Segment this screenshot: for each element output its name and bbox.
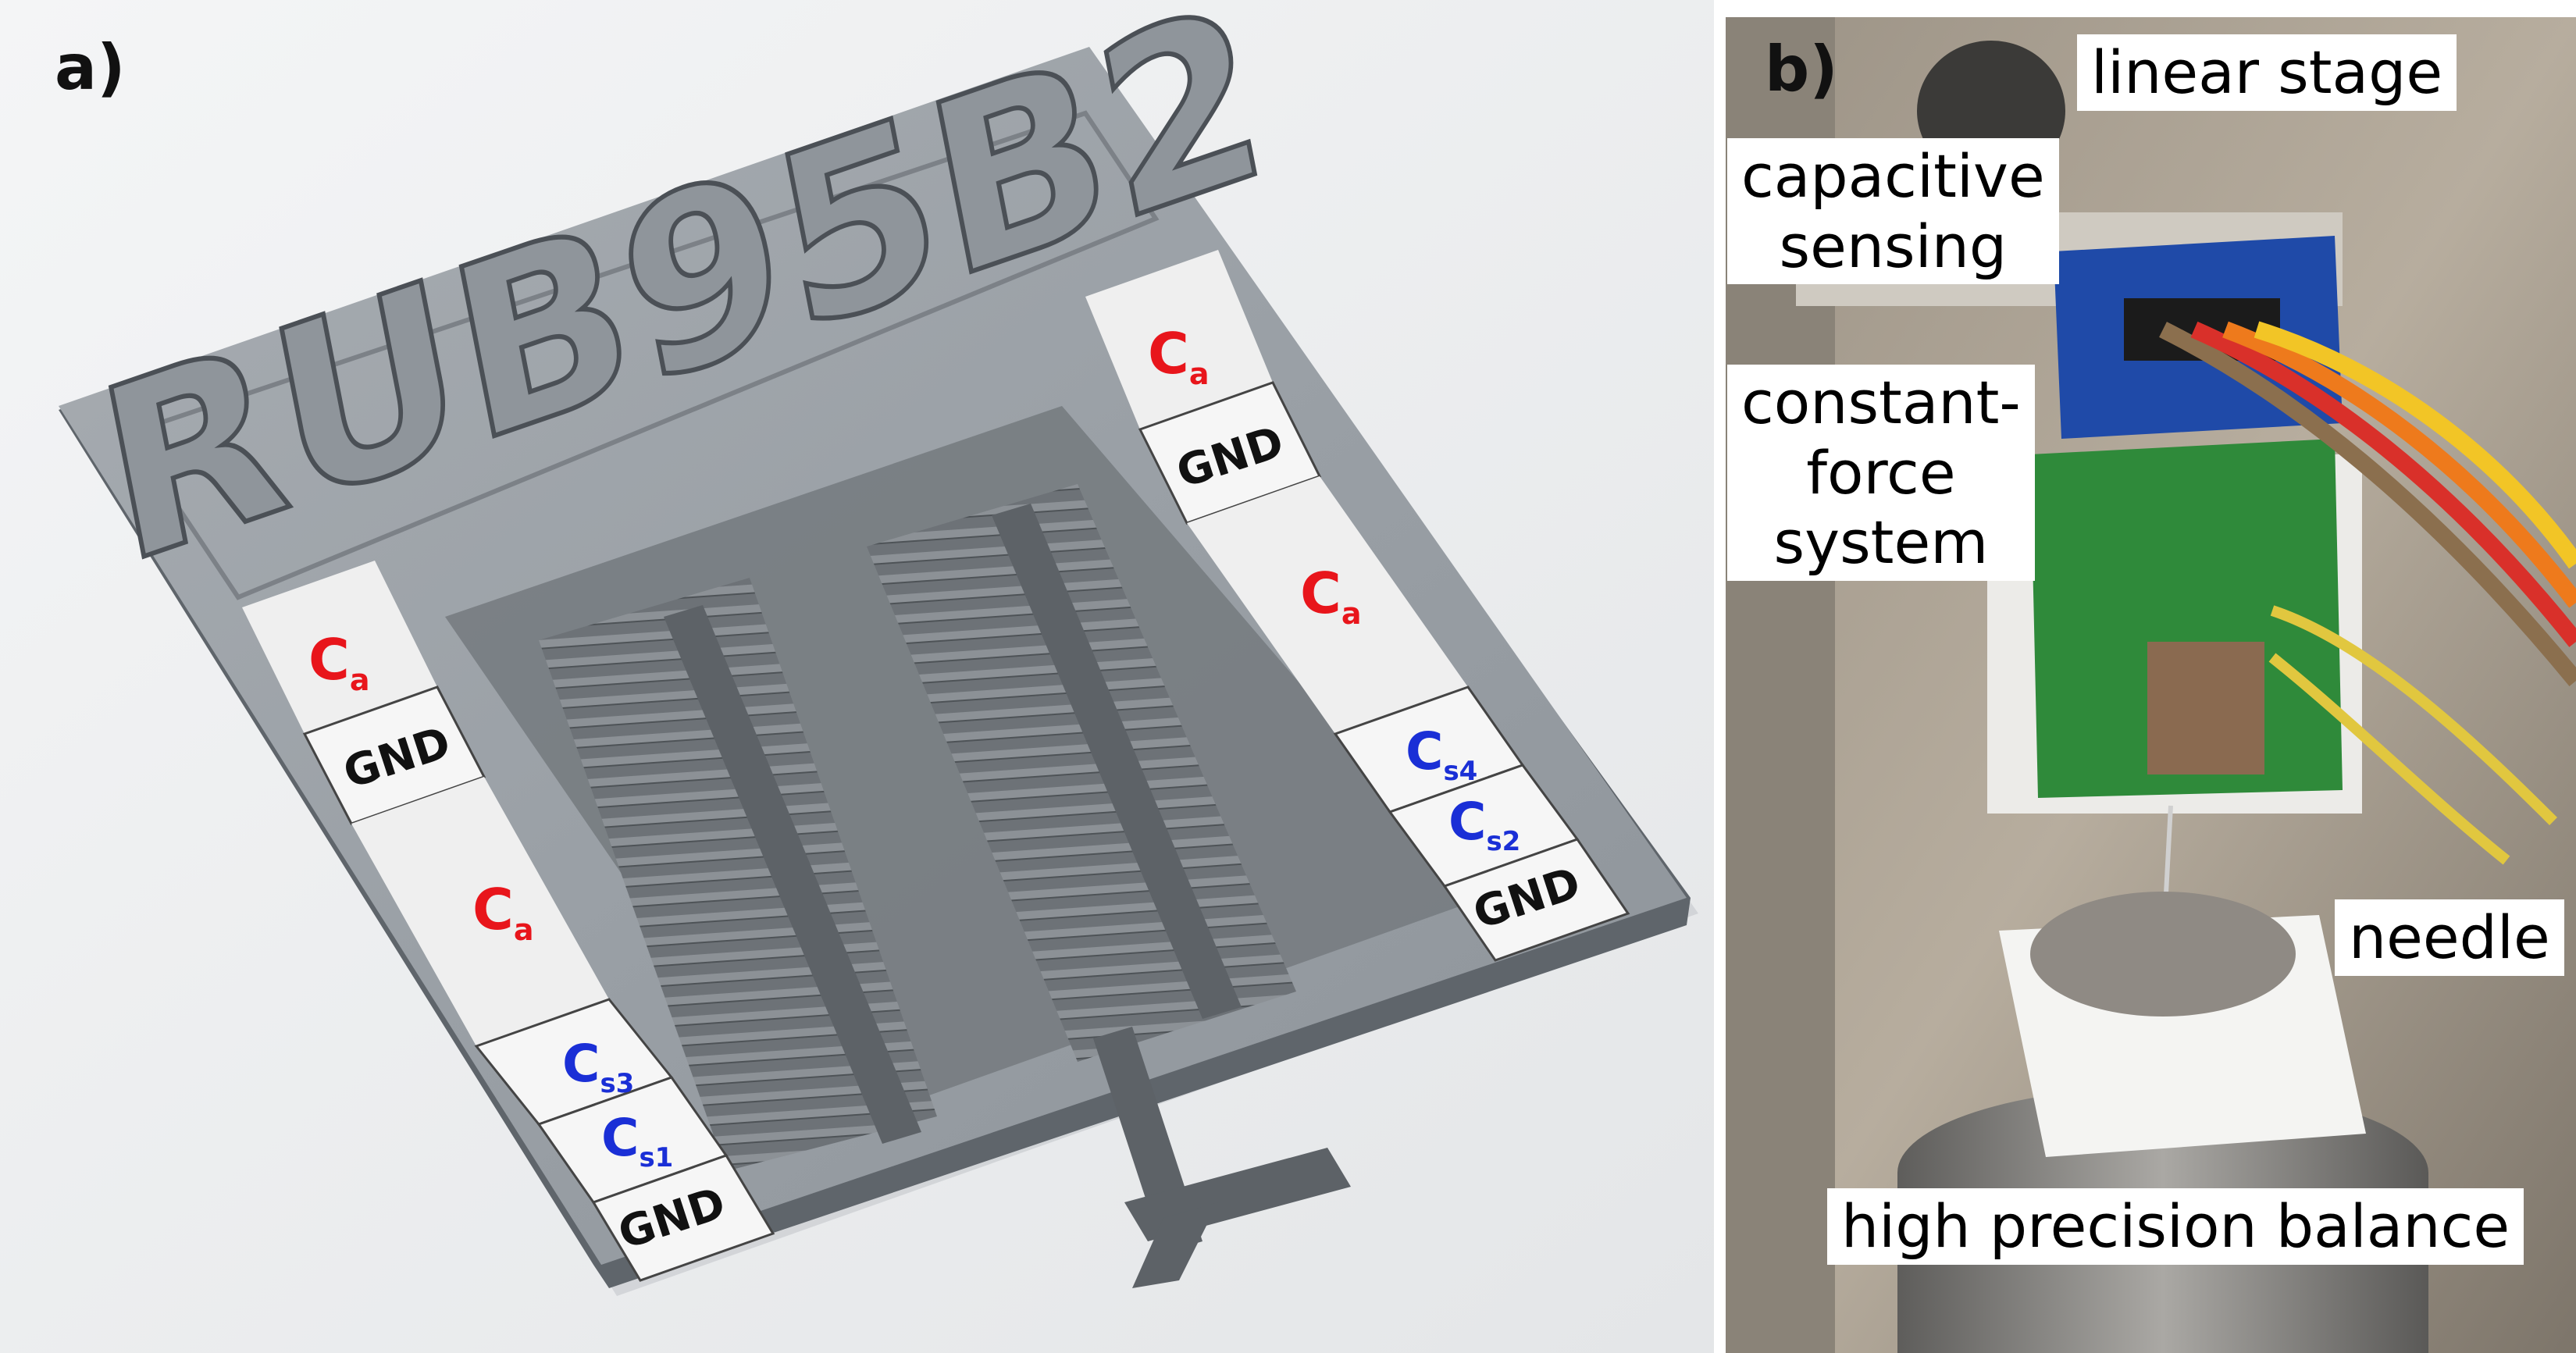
pad-ca-right-mid [1187, 476, 1468, 734]
pad-label-ca-right-mid: Ca [1300, 561, 1362, 631]
pad-ca-right-top [1085, 250, 1273, 429]
wire-yellow [2254, 321, 2576, 569]
pad-label-cs3: Cs3 [562, 1034, 634, 1099]
pad-label-cs1: Cs1 [601, 1108, 673, 1173]
wire-orange [2222, 321, 2576, 608]
pad-label-cs2: Cs2 [1448, 792, 1520, 857]
annotation-linear-stage: linear stage [2077, 34, 2457, 111]
pad-ca-left-mid [351, 777, 609, 1046]
pad-label-ca-left-mid: Ca [472, 877, 534, 947]
annotation-capacitive-line-1: capacitive [1741, 141, 2045, 211]
chip-illustration: RUB95B2 [0, 0, 1714, 1353]
panel-b-setup-photo: b) linear stage capacitive sensing const… [1726, 17, 2576, 1353]
pad-ca-left-top [242, 561, 437, 734]
annotation-needle: needle [2335, 899, 2564, 976]
pad-gnd-right-bottom [1442, 838, 1630, 962]
contact-pads [242, 250, 1630, 1282]
annotation-capacitive-sensing: capacitive sensing [1727, 138, 2059, 285]
wire-red [2190, 321, 2576, 647]
panel-a-label: a) [55, 31, 126, 104]
balance-pan [2030, 892, 2296, 1017]
comb-drive-structure [445, 406, 1484, 1288]
annotation-force-line-1: constant- [1741, 368, 2021, 437]
panel-a-chip-photo: a) RUB95B2 [0, 0, 1714, 1353]
pad-label-ca-right-top: Ca [1148, 321, 1210, 391]
wire-small-yellow-2 [2268, 653, 2510, 865]
pcb-center-component [2147, 642, 2264, 774]
pad-label-ca-left-top: Ca [308, 627, 370, 697]
annotation-high-precision-balance: high precision balance [1827, 1188, 2524, 1265]
annotation-constant-force-system: constant- force system [1727, 365, 2035, 582]
panel-b-label: b) [1765, 33, 1838, 105]
wire-brown [2159, 322, 2576, 686]
annotation-force-line-2: force [1806, 437, 1956, 507]
engraving-frame [125, 110, 1160, 600]
pad-gnd-left-bottom [591, 1154, 775, 1282]
annotation-force-line-3: system [1773, 507, 1989, 578]
pad-label-cs4: Cs4 [1406, 721, 1477, 787]
wire-small-yellow-1 [2270, 605, 2557, 825]
annotation-capacitive-line-2: sensing [1779, 211, 2008, 281]
